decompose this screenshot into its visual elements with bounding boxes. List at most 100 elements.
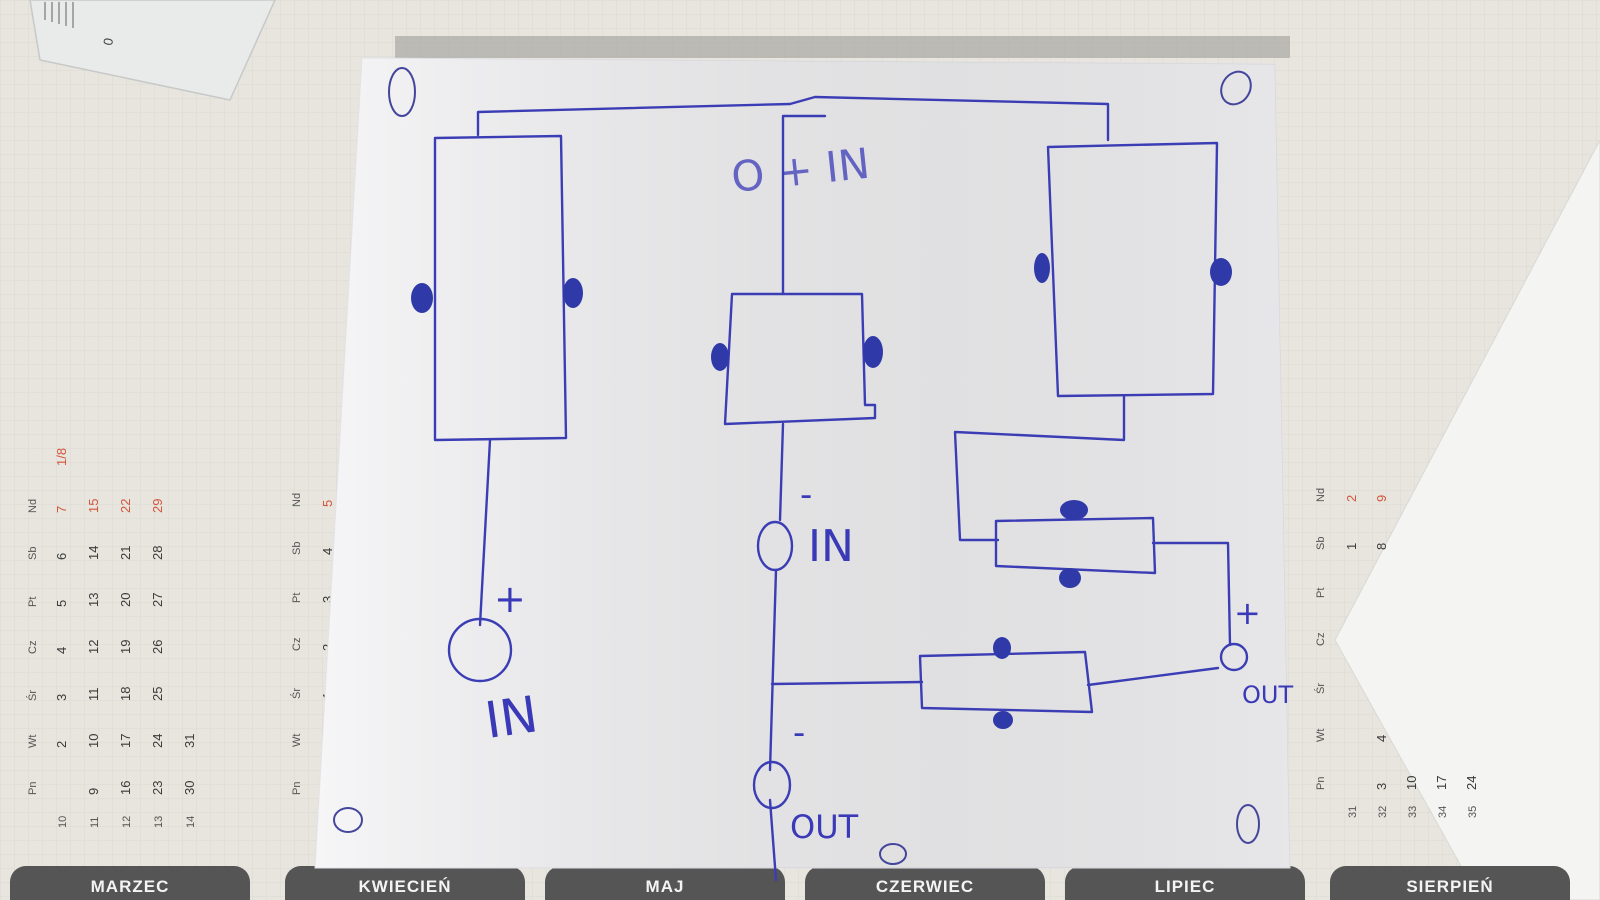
month-tab <box>545 866 785 900</box>
paper-shadow <box>395 36 1290 58</box>
calendar-day: 17 <box>1434 776 1449 790</box>
weekday-header: Śr <box>290 688 303 699</box>
weekday-header: Śr <box>1314 683 1327 694</box>
calendar-day: 9 <box>1374 495 1389 502</box>
calendar-day: 31 <box>182 734 197 748</box>
left-block <box>433 134 568 442</box>
calendar-day: 15 <box>86 499 101 513</box>
weekday-header: Wt <box>1315 729 1327 742</box>
calendar-day: 11 <box>86 688 101 702</box>
calendar-day: 5 <box>320 500 335 507</box>
month-tab-label: CZERWIEC <box>876 877 974 896</box>
right-block-dot-right <box>1210 258 1232 286</box>
wire-center-down <box>778 422 785 522</box>
calendar-day: 29 <box>150 499 165 513</box>
week-number: 11 <box>89 817 101 828</box>
wire-upper-resistor-right <box>1151 541 1232 647</box>
upper-resistor <box>994 516 1157 575</box>
calendar-day: 1/8 <box>54 448 69 466</box>
center-block-dot-left <box>711 343 729 371</box>
right-block-dot-left <box>1034 253 1050 283</box>
calendar-day: 5 <box>54 600 69 607</box>
upper-resistor-dot-top <box>1060 500 1088 520</box>
label-out-bottom: OUT <box>790 808 859 846</box>
terminal-in-plus <box>447 617 513 683</box>
calendar-day: 16 <box>118 781 133 795</box>
march-calendar: PnWtŚrCzPtSbNd102345671/8119101112131415… <box>26 448 197 828</box>
calendar-day: 4 <box>54 647 69 654</box>
week-number: 12 <box>121 816 133 828</box>
weekday-header: Pt <box>291 593 303 603</box>
calendar-day: 28 <box>150 546 165 560</box>
lower-resistor-dot-top <box>993 637 1011 659</box>
corner-hole-tl <box>388 67 416 117</box>
calendar-day: 4 <box>1374 735 1389 742</box>
label-plus-out: + <box>1234 594 1261 632</box>
corner-hole-bl <box>333 807 363 833</box>
week-number: 35 <box>1467 806 1479 818</box>
calendar-day: 30 <box>182 781 197 795</box>
label-out-right: OUT <box>1242 681 1293 709</box>
week-number: 32 <box>1377 806 1389 818</box>
calendar-day: 14 <box>86 546 101 560</box>
calendar-day: 22 <box>118 499 133 513</box>
calendar-day: 13 <box>86 593 101 607</box>
calendar-day: 12 <box>86 640 101 654</box>
week-number: 14 <box>185 816 197 828</box>
calendar-day: 10 <box>86 734 101 748</box>
bottom-hole <box>879 843 907 865</box>
month-tab-label: LIPIEC <box>1155 877 1216 896</box>
weekday-header: Pn <box>27 782 39 795</box>
wire-center-lower <box>768 568 778 882</box>
calendar-day: 1 <box>1344 543 1359 550</box>
calendar-day: 3 <box>54 694 69 701</box>
upper-resistor-dot-bottom <box>1059 568 1081 588</box>
calendar-day: 21 <box>118 546 133 560</box>
weekday-header: Pt <box>1315 588 1327 598</box>
calendar-day: 6 <box>54 553 69 560</box>
weekday-header: Nd <box>27 499 39 513</box>
calendar-day: 2 <box>1344 495 1359 502</box>
terminal-out-plus <box>1219 642 1249 672</box>
weekday-header: Nd <box>1315 488 1327 502</box>
wire-to-bottom-resistor <box>770 680 924 686</box>
calendar-day: 23 <box>150 781 165 795</box>
calendar-day: 24 <box>1464 776 1479 790</box>
week-number: 33 <box>1407 806 1419 818</box>
weekday-header: Wt <box>27 735 39 748</box>
left-block-dot-left <box>411 283 433 313</box>
week-number: 34 <box>1437 806 1449 818</box>
month-tab-label: MARZEC <box>91 877 170 896</box>
center-block-dot-right <box>863 336 883 368</box>
weekday-header: Cz <box>1315 633 1327 646</box>
right-block <box>1046 141 1219 398</box>
month-tab <box>805 866 1045 900</box>
terminal-out-minus <box>752 760 792 810</box>
corner-hole-tr <box>1220 70 1252 106</box>
label-in-left: IN <box>482 685 542 750</box>
calendar-day: 3 <box>1374 783 1389 790</box>
weekday-header: Cz <box>291 638 303 651</box>
month-tab-label: KWIECIEŃ <box>359 877 452 896</box>
weekday-header: Śr <box>26 690 39 701</box>
calendar-day: 25 <box>150 687 165 701</box>
wire-center-top <box>781 114 827 296</box>
month-tab <box>1330 866 1570 900</box>
wire-top <box>476 95 1110 142</box>
calendar-day: 26 <box>150 640 165 654</box>
wire-to-out-plus <box>1086 666 1220 687</box>
wire-right-down <box>953 394 1126 542</box>
calendar-day: 8 <box>1374 543 1389 550</box>
label-minus-out: - <box>793 713 805 753</box>
label-plus-left: + <box>494 577 526 621</box>
weekday-header: Sb <box>27 547 39 560</box>
weekday-header: Sb <box>1315 537 1327 550</box>
calendar-day: 4 <box>320 548 335 555</box>
calendar-day: 18 <box>118 687 133 701</box>
lower-resistor-dot-bottom <box>993 711 1013 729</box>
month-tab <box>285 866 525 900</box>
lower-resistor <box>918 650 1094 714</box>
